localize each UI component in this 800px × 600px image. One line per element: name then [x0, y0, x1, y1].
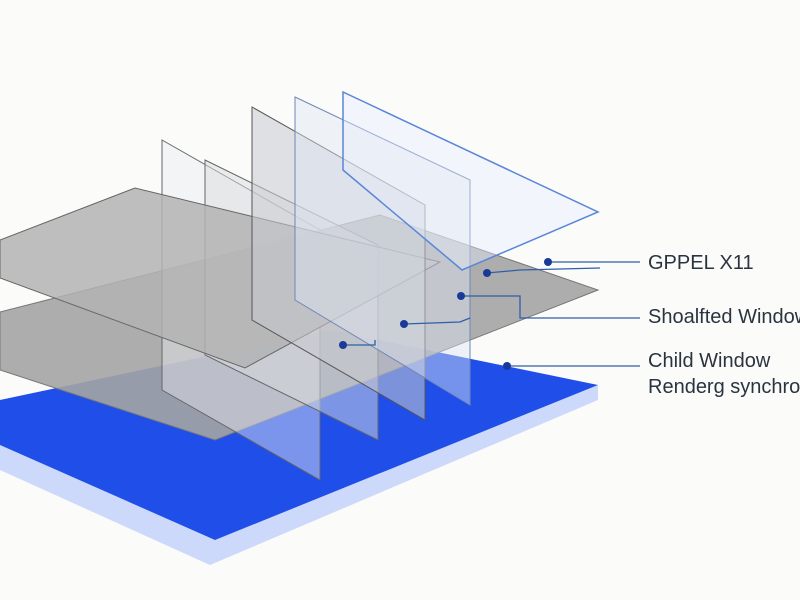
label-gppel-x11: GPPEL X11 — [648, 252, 754, 274]
pane-4 — [294, 96, 471, 406]
label-child-window: Child Window — [648, 350, 771, 372]
label-rendering-sync: Renderg synchronization — [648, 376, 800, 398]
label-shaded-window: Shoalfted Window — [648, 306, 800, 328]
pane-5 — [342, 90, 600, 271]
leader-lines — [343, 261, 640, 367]
base-plane-shadow — [0, 385, 598, 565]
anchor-dots — [339, 258, 552, 370]
